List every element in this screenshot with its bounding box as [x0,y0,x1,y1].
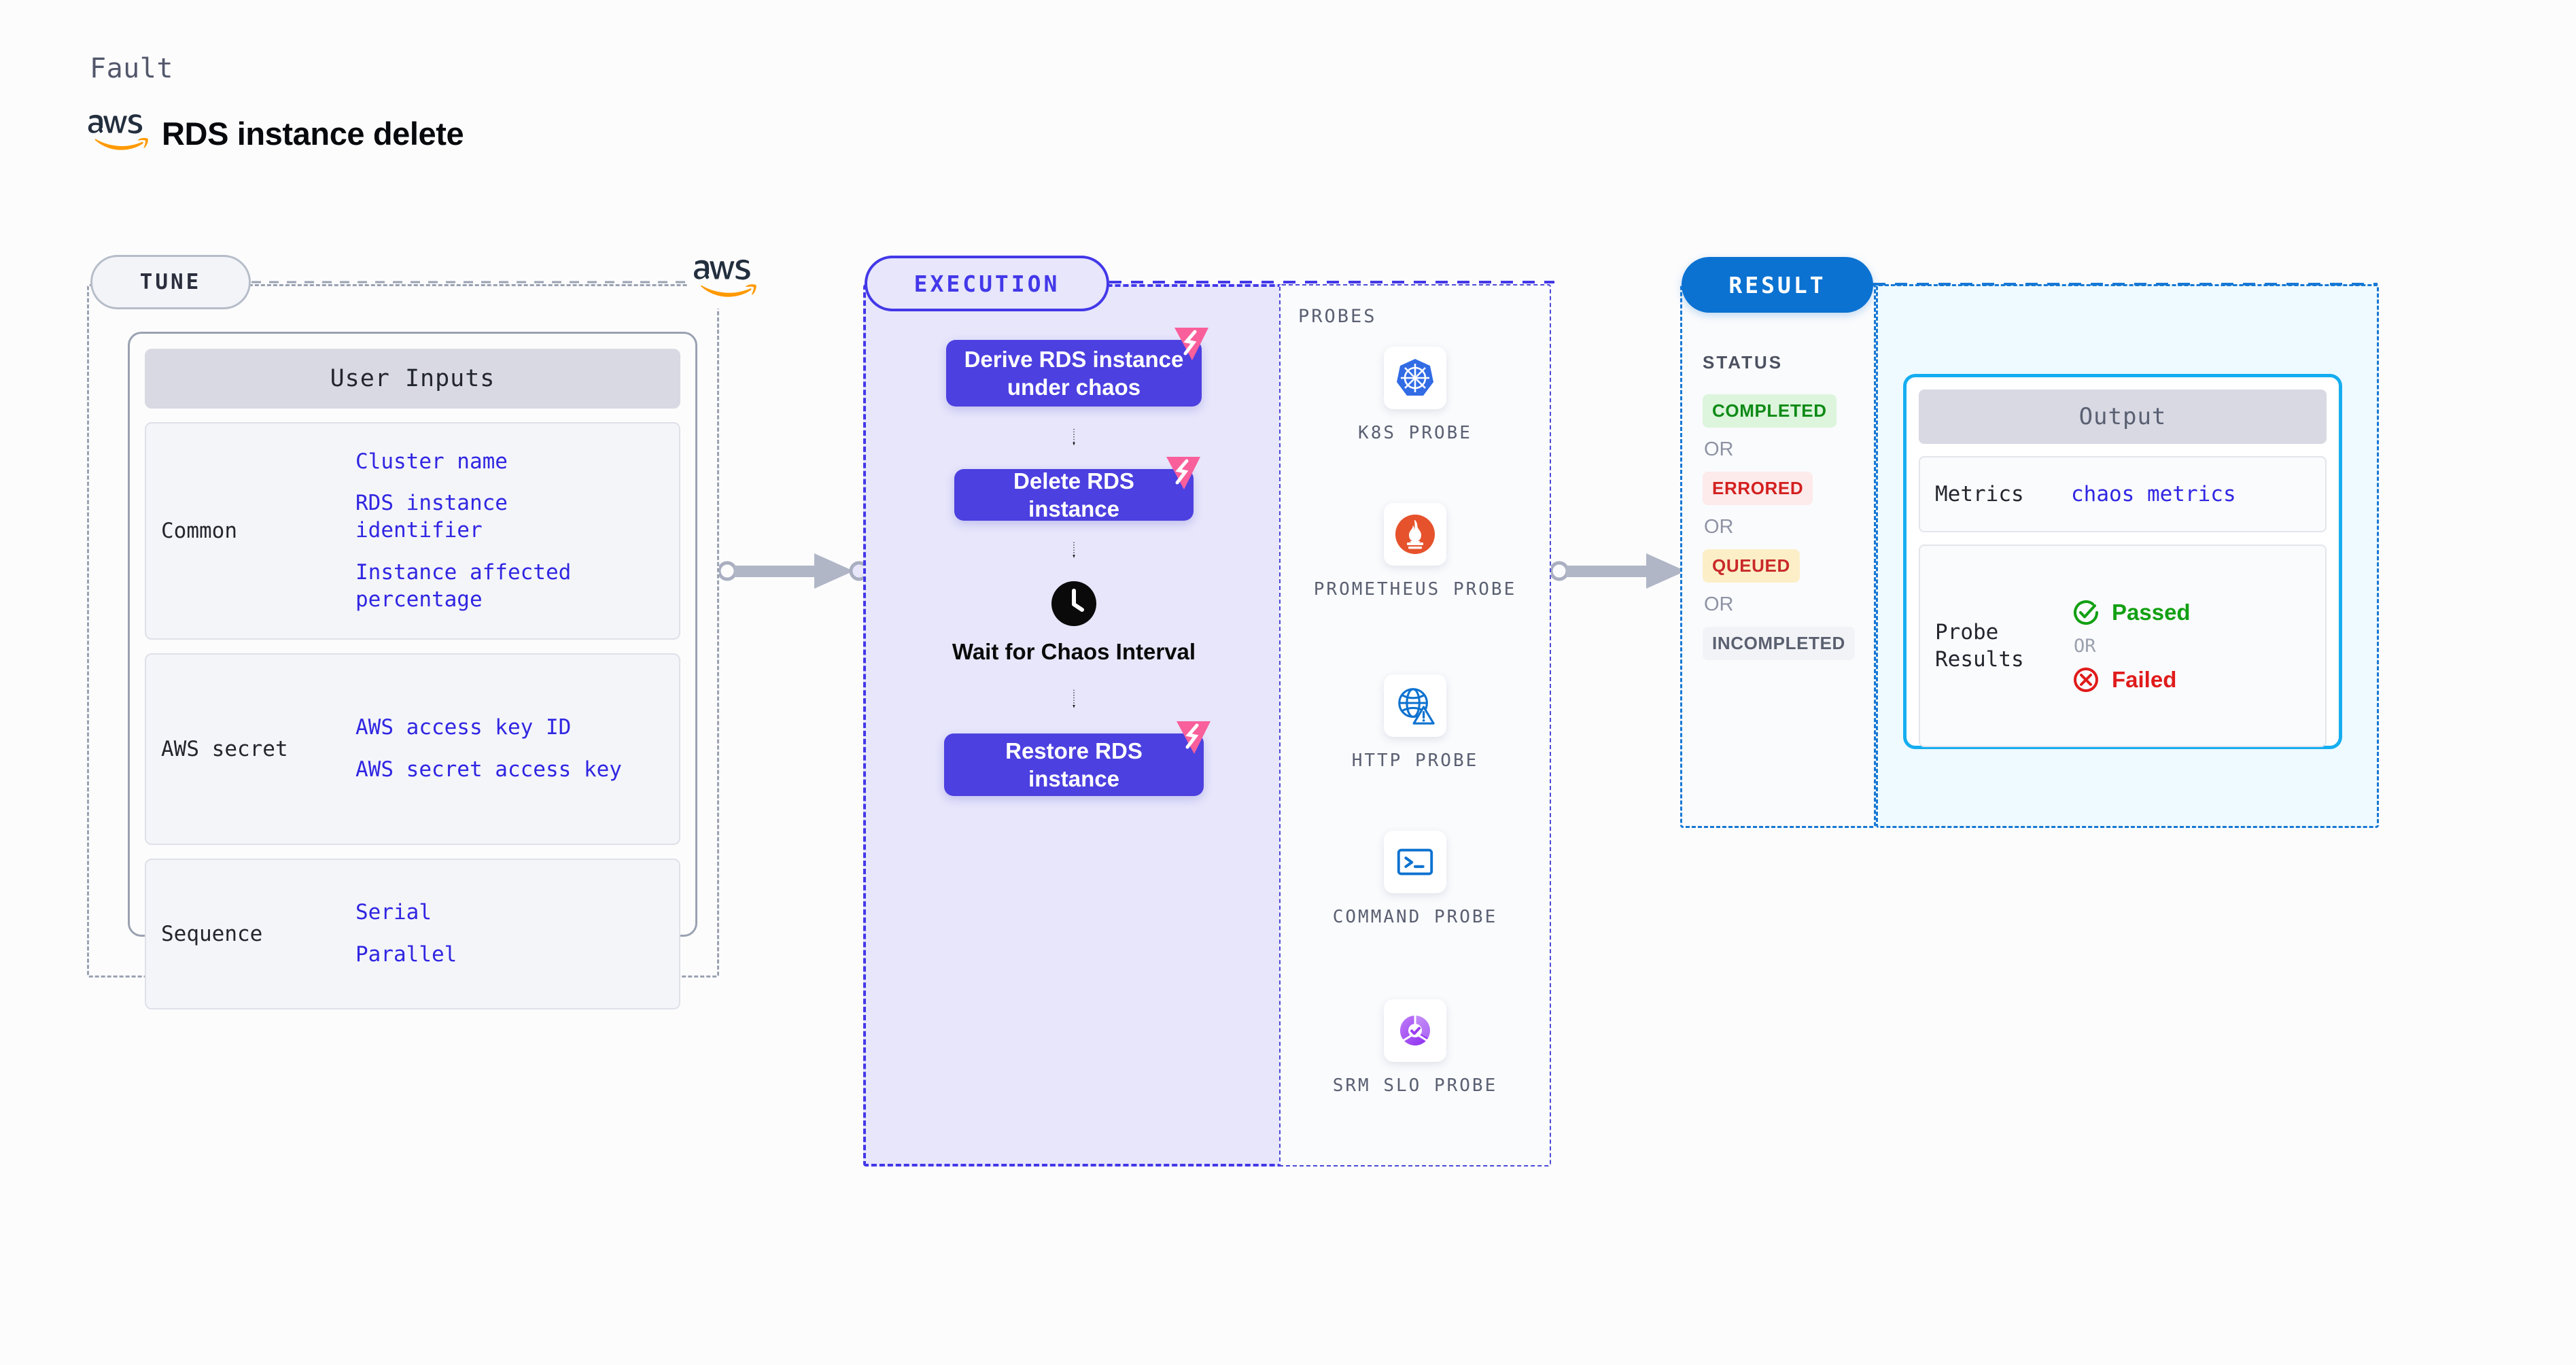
output-row-label: Metrics [1935,481,2024,506]
terminal-prompt-icon [1384,831,1446,893]
chaos-metrics-link[interactable]: chaos metrics [2071,482,2236,506]
input-value[interactable]: Cluster name [355,449,508,474]
aws-logo-icon [87,112,150,154]
status-section-label: STATUS [1703,352,1783,373]
x-circle-icon [2074,667,2098,692]
input-group-label: Common [161,519,237,543]
probe-result-passed: Passed [2071,598,2191,627]
probe-result-values: Passed OR Failed [2071,598,2191,695]
output-card-title: Output [1919,390,2327,444]
page-title: RDS instance delete [162,115,464,152]
wait-for-chaos-interval-node: Wait for Chaos Interval [884,581,1264,666]
execution-step-label: Derive RDS instance under chaos [964,346,1184,400]
execution-step-derive[interactable]: Derive RDS instance under chaos [946,328,1208,407]
probe-label: SRM SLO PROBE [1332,1075,1498,1096]
input-value[interactable]: AWS access key ID [355,715,572,740]
wait-node-label: Wait for Chaos Interval [952,639,1196,664]
execution-flow: Derive RDS instance under chaos Delete R… [884,328,1264,797]
tune-pill-connector [251,281,693,283]
probes-section-label: PROBES [1298,306,1377,327]
check-circle-icon [2074,600,2099,625]
flow-arrow [1073,689,1075,708]
probe-label: COMMAND PROBE [1332,907,1498,927]
flow-arrow [1073,542,1075,558]
chaos-fault-icon [1170,325,1211,363]
status-badge-incompleted[interactable]: INCOMPLETED [1703,627,1855,660]
input-value[interactable]: Instance affected percentage [355,559,572,612]
execution-step-delete[interactable]: Delete RDS instance [954,457,1200,521]
execution-step-label: Restore RDS instance [1005,738,1143,792]
flow-arrow [1073,428,1075,446]
tune-to-execution-connector [719,553,869,589]
probe-label: PROMETHEUS PROBE [1313,579,1517,600]
kubernetes-icon [1384,347,1446,409]
input-group-common: Common Cluster name RDS instance identif… [145,422,680,640]
input-group-values: AWS access key ID AWS secret access key [355,714,622,783]
page-eyebrow: Fault [90,53,173,84]
input-value[interactable]: AWS secret access key [355,757,622,782]
status-badge-completed[interactable]: COMPLETED [1703,394,1837,428]
result-pill-connector [1873,283,2378,286]
probe-result-passed-label: Passed [2112,599,2191,625]
input-group-values: Serial Parallel [355,899,457,968]
probe-result-failed: Failed [2071,665,2191,695]
input-group-values: Cluster name RDS instance identifier Ins… [355,449,641,613]
status-badge-errored[interactable]: ERRORED [1703,472,1813,505]
page-title-row: RDS instance delete [87,112,464,154]
output-row-label: Probe Results [1935,619,2024,672]
input-group-sequence: Sequence Serial Parallel [145,859,680,1009]
prometheus-icon [1384,503,1446,566]
execution-step-restore[interactable]: Restore RDS instance [944,721,1211,797]
srm-slo-donut-icon [1384,999,1446,1062]
probe-result-failed-label: Failed [2112,666,2177,692]
clock-icon [1051,581,1096,626]
user-inputs-title: User Inputs [145,349,680,409]
probe-result-or-label: OR [2074,635,2096,657]
aws-logo-icon [688,250,763,309]
input-value[interactable]: Serial [355,900,432,925]
tune-stage-pill[interactable]: TUNE [90,255,251,309]
execution-step-label: Delete RDS instance [1013,468,1134,521]
probe-item-http[interactable]: HTTP PROBE [1279,674,1551,773]
status-list: COMPLETED OR ERRORED OR QUEUED OR INCOMP… [1703,394,1866,660]
probe-item-command[interactable]: COMMAND PROBE [1279,831,1551,929]
probe-label: HTTP PROBE [1351,750,1479,771]
probe-item-srm-slo[interactable]: SRM SLO PROBE [1279,999,1551,1098]
input-group-label: Sequence [161,922,263,946]
probe-item-prometheus[interactable]: PROMETHEUS PROBE [1279,503,1551,602]
input-group-aws-secret: AWS secret AWS access key ID AWS secret … [145,653,680,845]
status-or-label: OR [1704,438,1734,460]
chaos-fault-icon [1162,454,1203,492]
probe-item-k8s[interactable]: K8S PROBE [1279,347,1551,445]
output-row-probe-results: Probe Results Passed OR Faile [1919,545,2327,747]
output-card: Output Metrics chaos metrics Probe Resul… [1903,374,2342,749]
input-value[interactable]: Parallel [355,942,457,967]
user-inputs-card: User Inputs Common Cluster name RDS inst… [128,332,697,1009]
status-or-label: OR [1704,516,1734,538]
status-badge-queued[interactable]: QUEUED [1703,549,1800,583]
execution-stage-pill[interactable]: EXECUTION [865,256,1109,311]
output-row-metrics: Metrics chaos metrics [1919,456,2327,532]
input-value[interactable]: RDS instance identifier [355,491,508,543]
result-stage-pill[interactable]: RESULT [1682,257,1873,313]
execution-pill-connector [1109,281,1554,283]
input-group-label: AWS secret [161,737,288,761]
probe-label: K8S PROBE [1358,423,1472,443]
status-or-label: OR [1704,593,1734,615]
chaos-fault-icon [1172,719,1213,757]
http-globe-alert-icon [1384,674,1446,737]
